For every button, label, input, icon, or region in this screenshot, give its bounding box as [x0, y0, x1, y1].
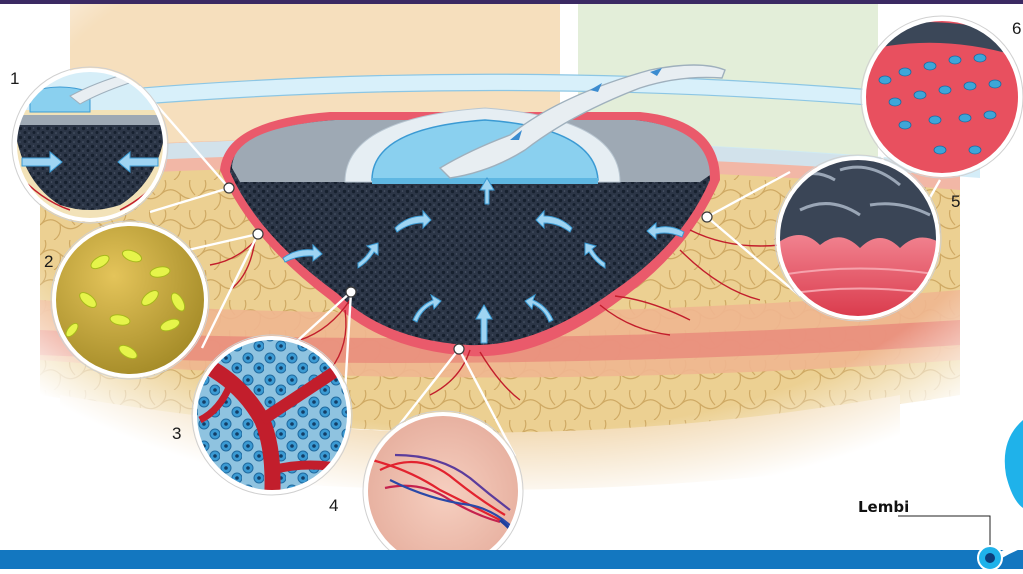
callout-number-4: 4: [329, 497, 338, 514]
callout-number-3: 3: [172, 425, 181, 442]
callout-number-5: 5: [951, 193, 960, 210]
lembi-label: Lembi: [858, 500, 909, 515]
footer-band: [0, 550, 1023, 569]
callout-number-1: 1: [10, 70, 19, 87]
top-frame-line: [0, 0, 1023, 4]
callout-number-2: 2: [44, 253, 53, 270]
callout-2-bacteria-detail: [50, 220, 210, 380]
callout-number-6: 6: [1012, 20, 1021, 37]
